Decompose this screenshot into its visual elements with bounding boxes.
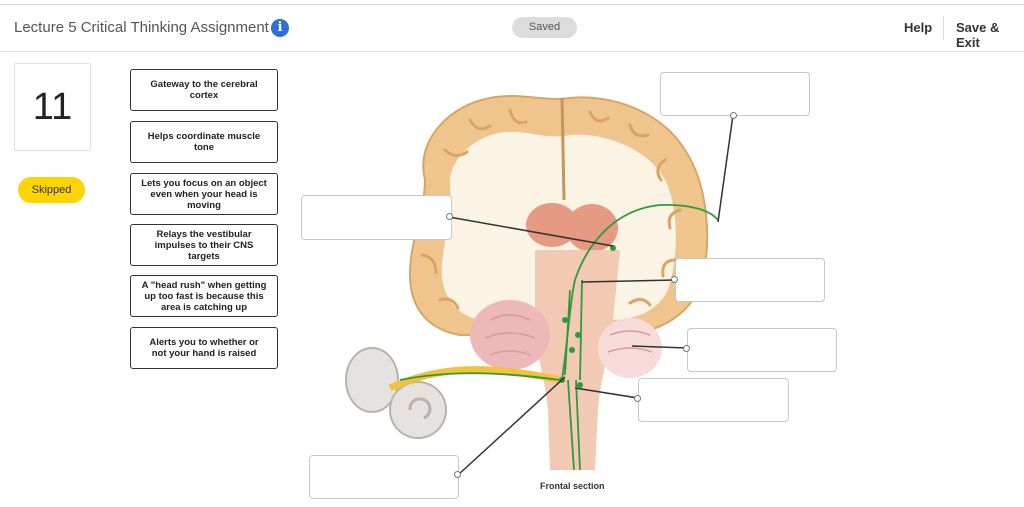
drop-target-3[interactable] (675, 258, 825, 302)
assignment-title: Lecture 5 Critical Thinking Assignment (14, 19, 269, 36)
top-rule (0, 4, 1024, 5)
brain-frontal-section-figure (345, 95, 719, 471)
label-card-relays[interactable]: Relays the vestibular impulses to their … (130, 224, 278, 266)
save-exit-button[interactable]: Save & Exit (956, 20, 1000, 50)
help-button[interactable]: Help (904, 20, 933, 35)
drop-target-4[interactable] (687, 328, 837, 372)
label-card-focus[interactable]: Lets you focus on an object even when yo… (130, 173, 278, 215)
header: Lecture 5 Critical Thinking Assignment i… (0, 5, 1024, 52)
drop-target-5-anchor (634, 395, 641, 402)
drop-target-3-anchor (671, 276, 678, 283)
saved-status-badge: Saved (512, 17, 577, 38)
header-divider (943, 16, 944, 40)
question-number: 11 (14, 63, 91, 151)
skipped-status-badge: Skipped (18, 177, 85, 203)
label-card-hand-raised[interactable]: Alerts you to whether or not your hand i… (130, 327, 278, 369)
drop-target-1-anchor (730, 112, 737, 119)
drop-target-5[interactable] (638, 378, 789, 422)
label-card-gateway[interactable]: Gateway to the cerebral cortex (130, 69, 278, 111)
drop-target-4-anchor (683, 345, 690, 352)
figure-caption: Frontal section (540, 481, 605, 491)
drop-target-2-anchor (446, 213, 453, 220)
label-card-head-rush[interactable]: A "head rush" when getting up too fast i… (130, 275, 278, 317)
drop-target-2[interactable] (301, 195, 452, 240)
info-icon[interactable]: i (271, 19, 289, 37)
drop-target-6[interactable] (309, 455, 459, 499)
drop-target-1[interactable] (660, 72, 810, 116)
label-card-muscle-tone[interactable]: Helps coordinate muscle tone (130, 121, 278, 163)
drop-target-6-anchor (454, 471, 461, 478)
